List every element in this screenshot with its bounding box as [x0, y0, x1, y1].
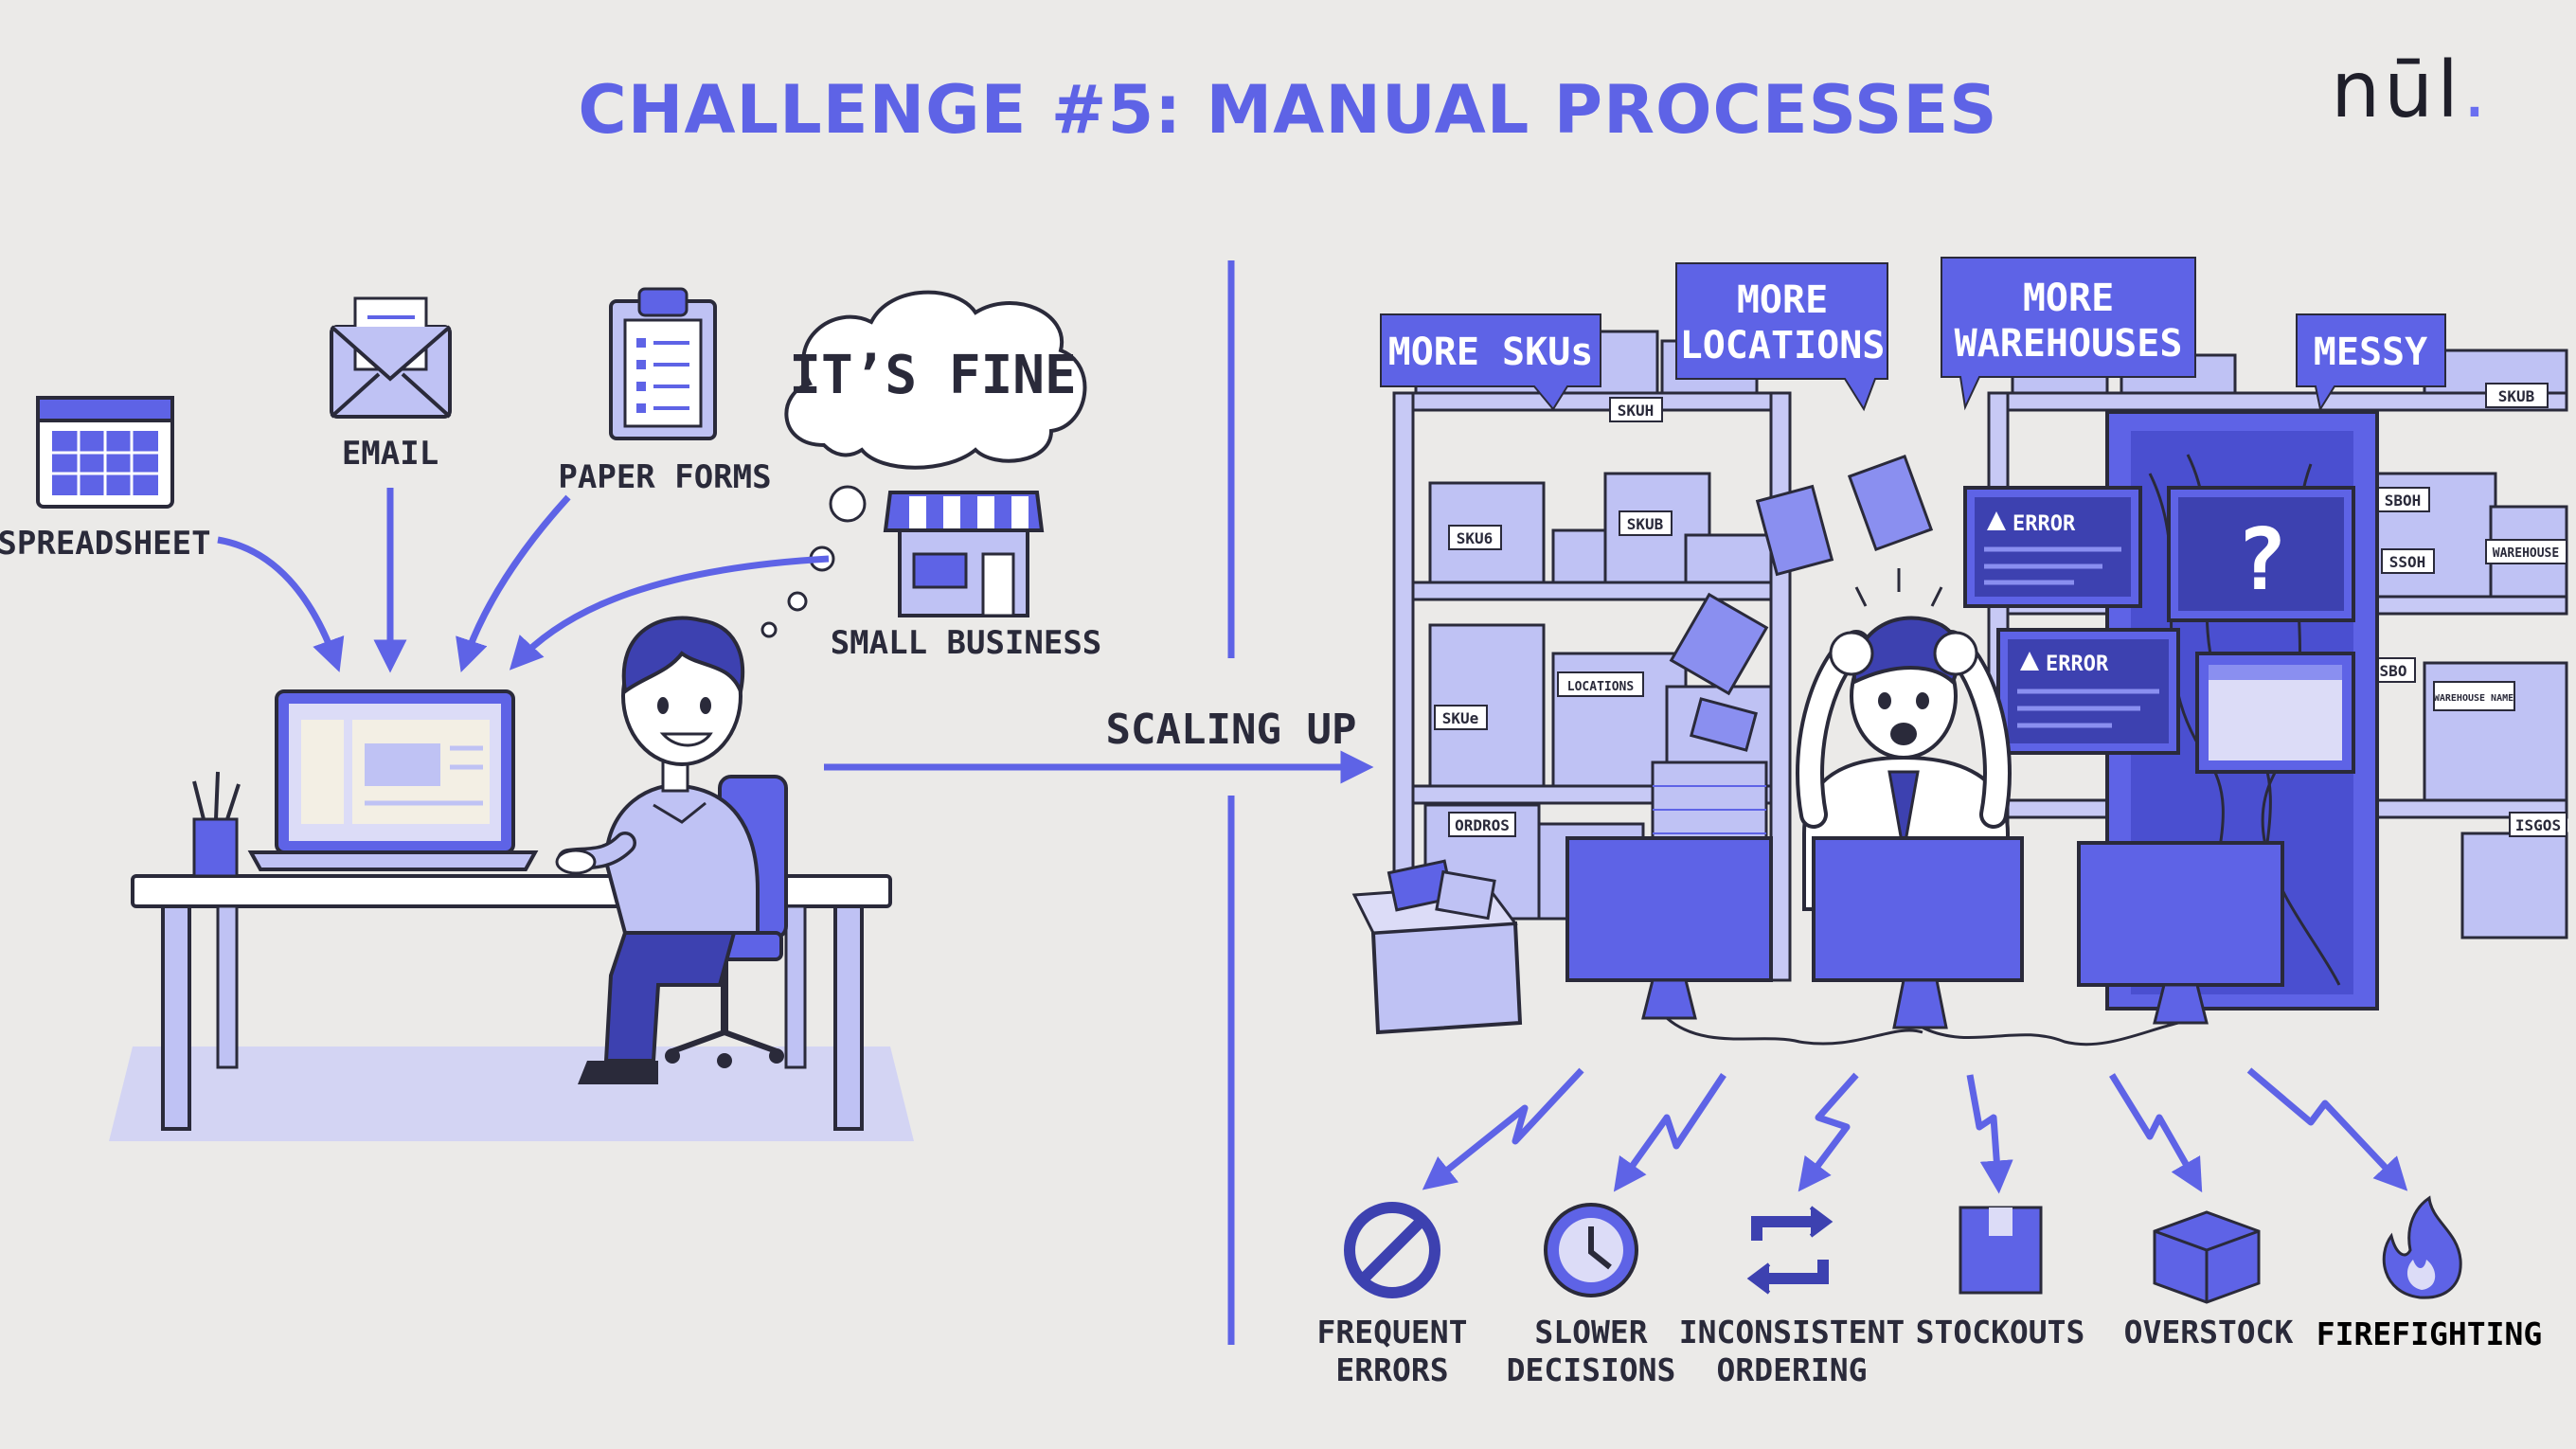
monitors	[1565, 836, 2284, 1046]
outcome-arrows	[1422, 1067, 2408, 1194]
thought-text: IT’S FINE	[789, 345, 1076, 406]
brand-logo: nūl.	[2331, 45, 2491, 135]
outcome-4-line1: STOCKOUTS	[1916, 1314, 2085, 1351]
prohibited-icon	[1344, 1202, 1440, 1298]
box-icon	[1959, 1206, 2043, 1295]
outcome-3-line2: ORDERING	[1717, 1351, 1868, 1388]
input-arrows	[217, 488, 830, 673]
flying-papers	[1669, 454, 1934, 752]
bubble-text-more-2: MORE	[2023, 277, 2114, 320]
question-screen	[2167, 486, 2355, 622]
pencil-cup	[192, 771, 241, 878]
open-cardboard-box	[1351, 859, 1523, 1035]
email-icon	[330, 296, 452, 419]
logo-dot: .	[2461, 45, 2491, 135]
box-label-10: SKUB	[2498, 387, 2535, 405]
source-label-spreadsheet: SPREADSHEET	[0, 525, 211, 563]
clipboard-icon	[609, 287, 717, 440]
box-label-12: ISGOS	[2515, 816, 2561, 834]
box-labels: SKUH SKU6 SKUB LOCATIONS SKUe ORDROS SBO…	[1434, 383, 2567, 837]
spreadsheet-icon	[36, 396, 174, 509]
bubble-text-more: MORE	[1737, 278, 1828, 322]
logo-text: nūl	[2331, 45, 2462, 135]
page-title: CHALLENGE #5: MANUAL PROCESSES	[578, 71, 1998, 149]
outcome-1-line2: ERRORS	[1335, 1351, 1448, 1388]
bubble-text-warehouses: WAREHOUSES	[1955, 322, 2183, 366]
outcome-5-line1: OVERSTOCK	[2124, 1314, 2294, 1351]
error-label-1: ERROR	[2012, 512, 2076, 536]
bubble-text-more-skus: MORE SKUs	[1388, 331, 1594, 374]
bubble-text-messy: MESSY	[2314, 331, 2427, 374]
error-label-2: ERROR	[2046, 653, 2109, 676]
business-label: SMALL BUSINESS	[831, 624, 1102, 662]
box-label-3: SKUB	[1627, 515, 1664, 533]
box-label-11: SBO	[2380, 662, 2407, 680]
source-label-paper-forms: PAPER FORMS	[558, 458, 771, 496]
box-label-13: WAREHOUSE NAME	[2434, 693, 2513, 704]
bubble-more-warehouses: MORE WAREHOUSES	[1941, 257, 2196, 411]
bubble-messy: MESSY	[2296, 313, 2446, 412]
floor-shadow	[109, 1046, 914, 1141]
box-label-5: SKUe	[1442, 709, 1479, 727]
question-mark: ?	[2236, 510, 2287, 610]
box-label-2: SKU6	[1457, 529, 1494, 547]
bubble-text-locations: LOCATIONS	[1680, 324, 1886, 367]
laptop	[247, 689, 539, 871]
bubble-more-skus: MORE SKUs	[1380, 313, 1601, 411]
outcome-2-line1: SLOWER	[1534, 1314, 1647, 1351]
bubble-more-locations: MORE LOCATIONS	[1675, 262, 1888, 412]
person-stressed	[1796, 568, 2012, 911]
error-screen-1	[1963, 486, 2142, 608]
outcome-3-line1: INCONSISTENT	[1679, 1314, 1905, 1351]
person-calm	[555, 616, 788, 1084]
box-label-6: ORDROS	[1455, 816, 1510, 834]
shop-icon	[883, 491, 1045, 617]
outcome-2-line2: DECISIONS	[1507, 1351, 1676, 1388]
source-label-email: EMAIL	[342, 435, 438, 473]
fire-icon	[2382, 1195, 2462, 1299]
box-label-1: SKUH	[1618, 402, 1655, 420]
blank-screen	[2195, 652, 2355, 774]
outcome-1-line1: FREQUENT	[1317, 1314, 1468, 1351]
thought-cloud	[760, 290, 1087, 638]
box-label-4: LOCATIONS	[1567, 680, 1635, 694]
repeat-icon	[1746, 1206, 1834, 1295]
box-label-9: WAREHOUSE	[2493, 546, 2559, 561]
error-screen-2	[1996, 628, 2180, 755]
clock-icon	[1544, 1203, 1638, 1297]
transition-label: SCALING UP	[1106, 706, 1357, 754]
box-label-7: SBOH	[2385, 492, 2422, 510]
box-label-8: SSOH	[2389, 553, 2426, 571]
outcome-6-line1: FIREFIGHTING	[2317, 1315, 2542, 1352]
open-box-icon	[2153, 1210, 2261, 1304]
